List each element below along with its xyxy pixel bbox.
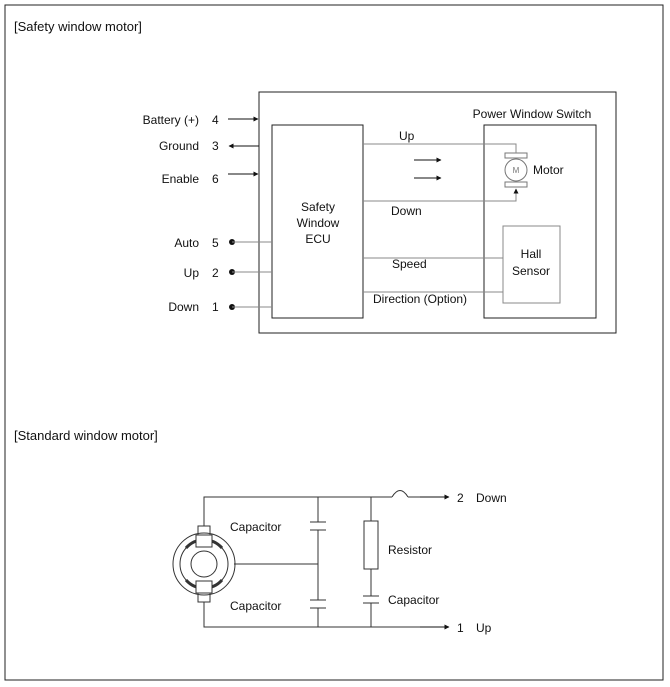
ecu-box (271, 124, 364, 319)
standard-motor-symbol (172, 525, 236, 603)
motor-symbol: M (504, 152, 528, 188)
motor-label: Motor (533, 163, 564, 177)
down-signal-label: Down (391, 204, 422, 218)
power-window-switch-box (483, 124, 597, 319)
resistor-label: Resistor (388, 543, 432, 557)
pin-number-5: 5 (212, 236, 219, 250)
resistor-body (363, 520, 379, 570)
speed-signal-label: Speed (392, 257, 427, 271)
up-signal-line (363, 143, 517, 153)
pin-number-4: 4 (212, 113, 219, 127)
down-signal-line (363, 188, 519, 202)
up-signal-label: Up (399, 129, 415, 143)
hall-sensor-label-line-2: Sensor (512, 264, 550, 278)
power-window-switch-title: Power Window Switch (473, 107, 592, 121)
safety-section-title: [Safety window motor] (14, 19, 142, 34)
capacitor-right-label: Capacitor (388, 593, 439, 607)
standard-section-title: [Standard window motor] (14, 428, 158, 443)
pin-label-down: Down (168, 300, 199, 314)
pin-label-enable: Enable (162, 172, 200, 186)
pin-number-6: 6 (212, 172, 219, 186)
ecu-label-line-1: Safety (301, 200, 335, 214)
terminal-1-number: 1 (457, 621, 464, 635)
direction-signal-label: Direction (Option) (373, 292, 467, 306)
terminal-1-label: Up (476, 621, 492, 635)
pin-label-ground: Ground (159, 139, 199, 153)
hall-sensor-box (502, 225, 561, 304)
ecu-label-line-3: ECU (305, 232, 330, 246)
pin-label-up: Up (184, 266, 200, 280)
pin-label-battery: Battery (+) (143, 113, 199, 127)
pin-number-2: 2 (212, 266, 219, 280)
capacitor-top-label: Capacitor (230, 520, 281, 534)
ecu-label-line-2: Window (297, 216, 340, 230)
motor-m-letter: M (513, 166, 520, 175)
hall-sensor-label-line-1: Hall (521, 247, 542, 261)
pin-label-auto: Auto (174, 236, 199, 250)
pin-number-3: 3 (212, 139, 219, 153)
terminal-2-label: Down (476, 491, 507, 505)
pin-number-1: 1 (212, 300, 219, 314)
module-box (258, 91, 617, 334)
capacitor-bottom-label: Capacitor (230, 599, 281, 613)
page-frame (4, 4, 664, 681)
terminal-2-number: 2 (457, 491, 464, 505)
